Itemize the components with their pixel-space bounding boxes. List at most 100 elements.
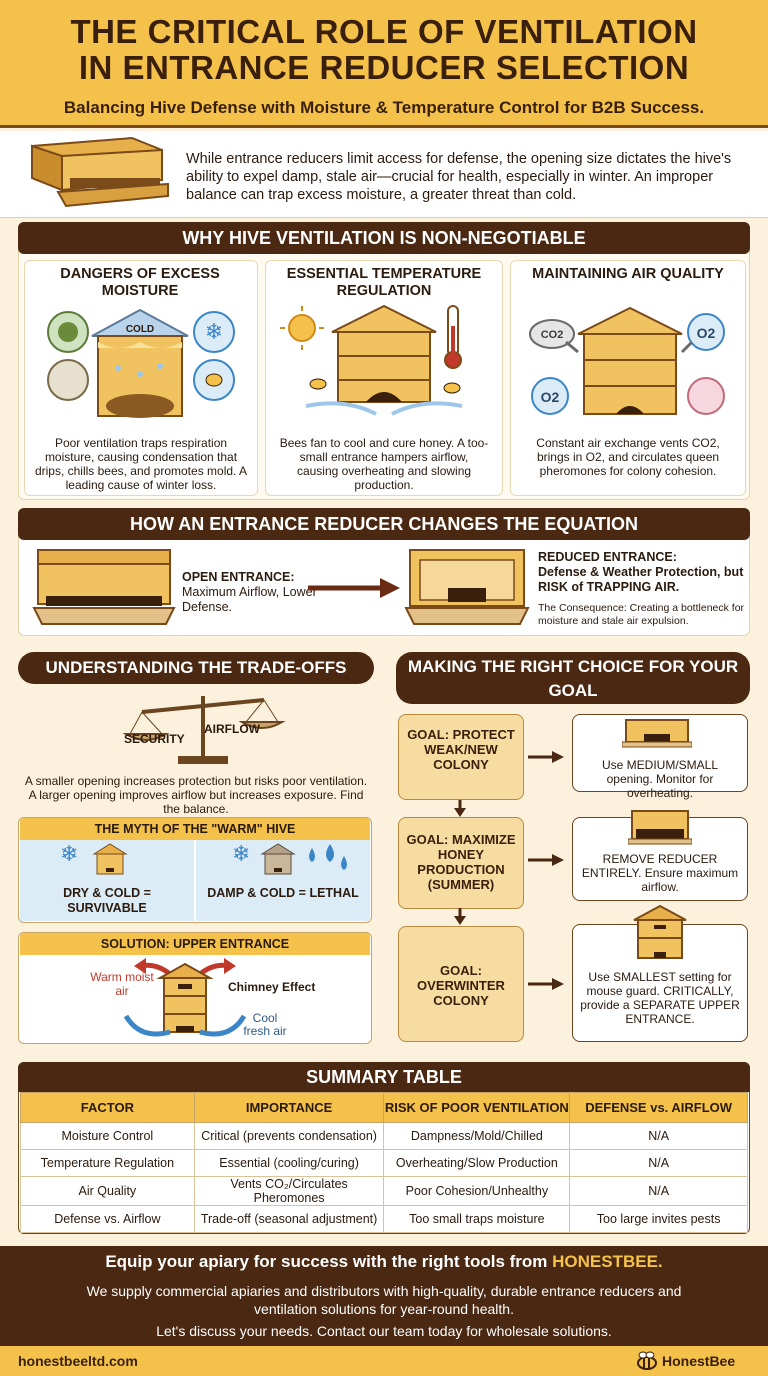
brand-logo-text: HonestBee [662, 1353, 736, 1369]
hive-box-icon [31, 136, 169, 208]
table-cell: Critical (prevents condensation) [193, 1122, 385, 1150]
consequence-text: The Consequence: Creating a bottleneck f… [538, 602, 745, 627]
goal-box-overwinter: GOAL: OVERWINTER COLONY [398, 926, 524, 1042]
snowflake-icon: ❄ [60, 842, 79, 867]
card-air-quality-title: MAINTAINING AIR QUALITY [532, 266, 724, 282]
table-row: Temperature Regulation Essential (coolin… [20, 1149, 748, 1177]
table-cell: Too large invites pests [569, 1205, 748, 1233]
upper-entrance-hive-illustration [123, 958, 247, 1037]
goal-box-honey: GOAL: MAXIMIZE HONEY PRODUCTION (SUMMER) [398, 817, 524, 909]
card-temperature-title: ESSENTIAL TEMPERATURE REGULATION [286, 266, 482, 299]
footer-description: We supply commercial apiaries and distri… [86, 1283, 682, 1317]
header-risk: RISK OF POOR VENTILATION [383, 1092, 571, 1123]
summary-banner: SUMMARY TABLE [18, 1062, 750, 1092]
upper-entrance-hive-icon [633, 904, 687, 959]
card-air-quality-text: Constant air exchange vents CO2, brings … [536, 436, 720, 478]
header [0, 0, 768, 128]
reducer-banner: HOW AN ENTRANCE REDUCER CHANGES THE EQUA… [18, 508, 750, 540]
open-entrance-label: OPEN ENTRANCE: Maximum Airflow, Lower De… [182, 570, 322, 615]
card-moisture-title: DANGERS OF EXCESS MOISTURE [60, 266, 220, 299]
card-temperature-text: Bees fan to cool and cure honey. A too-s… [279, 436, 489, 492]
result-text-honey: REMOVE REDUCER ENTIRELY. Ensure maximum … [581, 852, 739, 894]
temperature-hive-illustration [280, 304, 463, 416]
choice-banner: MAKING THE RIGHT CHOICE FOR YOUR GOAL [396, 652, 750, 704]
o2-label-right: O2 [697, 325, 716, 341]
bee-logo-icon [637, 1351, 657, 1370]
title-line-1: THE CRITICAL ROLE OF VENTILATION [70, 13, 698, 50]
page-subtitle: Balancing Hive Defense with Moisture & T… [63, 98, 705, 117]
open-entrance-hive-icon [32, 549, 176, 625]
arrow-down-icon [454, 800, 466, 817]
table-cell: N/A [569, 1122, 748, 1150]
website-link[interactable]: honestbeeltd.com [18, 1353, 138, 1369]
title-line-2: IN ENTRANCE REDUCER SELECTION [78, 49, 690, 86]
header-defense: DEFENSE vs. AIRFLOW [569, 1092, 748, 1123]
reduced-entrance-label: REDUCED ENTRANCE: Defense & Weather Prot… [538, 550, 748, 595]
damp-hive-icon [260, 843, 296, 875]
footer-headline: Equip your apiary for success with the r… [0, 1252, 768, 1272]
goal-box-protect: GOAL: PROTECT WEAK/NEW COLONY [398, 714, 524, 800]
table-cell: Essential (cooling/curing) [193, 1149, 385, 1177]
arrow-down-icon-2 [454, 908, 466, 925]
arrow-right-icon-goal-1 [528, 751, 564, 763]
reduced-entrance-hive-icon [404, 549, 530, 625]
table-row: Moisture Control Critical (prevents cond… [20, 1122, 748, 1150]
water-drops-icon [309, 844, 347, 870]
solution-title: SOLUTION: UPPER ENTRANCE [20, 933, 370, 955]
table-cell: Vents CO₂/Circulates Pheromones [193, 1176, 385, 1206]
reduced-entrance-text: Defense & Weather Protection, but RISK o… [538, 565, 744, 594]
footer-cta: Let's discuss your needs. Contact our te… [156, 1323, 612, 1339]
damp-cold-label: DAMP & COLD = LETHAL [207, 886, 359, 900]
result-text-overwinter: Use SMALLEST setting for mouse guard. CR… [580, 970, 740, 1026]
table-cell: N/A [569, 1149, 748, 1177]
snowflake-icon-damp: ❄ [232, 842, 251, 867]
table-cell: Air Quality [20, 1176, 195, 1206]
air-quality-hive-illustration: CO2 O2 O2 [529, 306, 725, 415]
table-row: Air Quality Vents CO₂/Circulates Pheromo… [20, 1176, 748, 1206]
airflow-label: AIRFLOW [204, 722, 260, 736]
card-moisture-text: Poor ventilation traps respiration moist… [34, 436, 248, 492]
tradeoffs-banner: UNDERSTANDING THE TRADE-OFFS [18, 652, 374, 684]
dry-hive-icon [92, 843, 128, 875]
moisture-hive-illustration: ❄ COLD [47, 308, 235, 418]
reduced-entrance-title: REDUCED ENTRANCE: [538, 550, 677, 564]
arrow-right-icon [308, 578, 400, 598]
arrow-right-icon-goal-3 [528, 978, 564, 990]
cold-label: COLD [126, 324, 154, 335]
footer-brand-highlight: HONESTBEE. [552, 1252, 663, 1271]
tradeoffs-text: A smaller opening increases protection b… [24, 774, 368, 816]
co2-label: CO2 [541, 329, 564, 341]
chimney-effect-label: Chimney Effect [228, 980, 316, 994]
intro-text: While entrance reducers limit access for… [186, 151, 732, 203]
table-cell: Poor Cohesion/Unhealthy [383, 1176, 571, 1206]
header-importance: IMPORTANCE [193, 1092, 385, 1123]
table-header-row: FACTOR IMPORTANCE RISK OF POOR VENTILATI… [20, 1092, 748, 1123]
arrow-right-icon-goal-2 [528, 854, 564, 866]
table-row: Defense vs. Airflow Trade-off (seasonal … [20, 1205, 748, 1233]
cool-air-label: Cool fresh air [243, 1011, 287, 1038]
table-cell: Moisture Control [20, 1122, 195, 1150]
table-cell: Dampness/Mold/Chilled [383, 1122, 571, 1150]
myth-title: THE MYTH OF THE "WARM" HIVE [20, 818, 370, 840]
summary-table: FACTOR IMPORTANCE RISK OF POOR VENTILATI… [20, 1092, 748, 1233]
o2-label-left: O2 [541, 389, 560, 405]
table-cell: Defense vs. Airflow [20, 1205, 195, 1233]
svg-text:❄: ❄ [205, 320, 223, 345]
table-cell: Temperature Regulation [20, 1149, 195, 1177]
table-cell: Overheating/Slow Production [383, 1149, 571, 1177]
medium-reducer-hive-icon [622, 719, 692, 748]
result-text-protect: Use MEDIUM/SMALL opening. Monitor for ov… [601, 758, 719, 800]
page-title: THE CRITICAL ROLE OF VENTILATION IN ENTR… [0, 14, 768, 86]
why-banner: WHY HIVE VENTILATION IS NON-NEGOTIABLE [18, 222, 750, 254]
balance-scale-icon [122, 696, 286, 764]
no-reducer-hive-icon [628, 810, 692, 845]
open-entrance-text: Maximum Airflow, Lower Defense. [182, 585, 317, 614]
dry-cold-label: DRY & COLD = SURVIVABLE [63, 886, 151, 915]
footer-headline-text: Equip your apiary for success with the r… [105, 1252, 553, 1271]
open-entrance-title: OPEN ENTRANCE: [182, 570, 295, 584]
warm-air-label: Warm moist air [90, 970, 154, 998]
header-factor: FACTOR [20, 1092, 195, 1123]
table-cell: Too small traps moisture [383, 1205, 571, 1233]
table-cell: N/A [569, 1176, 748, 1206]
security-label: SECURITY [124, 732, 185, 746]
